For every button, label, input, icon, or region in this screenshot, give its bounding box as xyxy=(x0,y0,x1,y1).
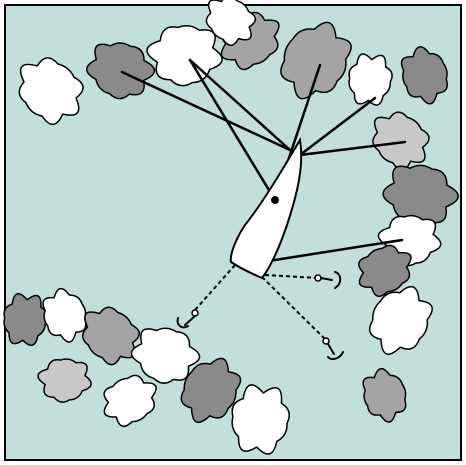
tree-icon xyxy=(103,374,157,428)
tree-icon xyxy=(358,244,412,297)
anchor-icon xyxy=(322,337,344,361)
tree-icon xyxy=(368,285,433,355)
tree-icon xyxy=(348,53,393,106)
anchor-rode xyxy=(261,276,327,341)
shore-line xyxy=(188,58,277,202)
shore-line xyxy=(120,70,292,152)
tree-group xyxy=(3,0,459,455)
shore-lines xyxy=(120,58,407,264)
mast-icon xyxy=(271,196,279,204)
boat-icon xyxy=(229,137,303,280)
anchor-rode xyxy=(194,264,236,311)
tree-icon xyxy=(130,327,201,384)
anchor-lines xyxy=(194,264,327,341)
shore-line xyxy=(188,58,292,152)
tree-icon xyxy=(280,21,352,100)
anchor-icon xyxy=(176,309,199,329)
anchor-group xyxy=(176,271,344,361)
shore-line xyxy=(298,96,377,157)
tree-icon xyxy=(18,57,84,126)
tree-icon xyxy=(180,357,242,424)
tree-icon xyxy=(42,287,87,343)
tree-icon xyxy=(231,384,291,455)
tree-icon xyxy=(400,46,449,105)
shore-line xyxy=(298,140,407,157)
tree-icon xyxy=(81,306,141,366)
anchor-icon xyxy=(314,271,342,289)
tree-icon xyxy=(37,358,92,403)
tree-icon xyxy=(205,0,257,47)
tree-icon xyxy=(362,367,407,423)
shore-line xyxy=(260,238,404,264)
tree-icon xyxy=(85,42,156,100)
boat-hull xyxy=(229,137,303,280)
anchor-rode xyxy=(264,274,319,279)
